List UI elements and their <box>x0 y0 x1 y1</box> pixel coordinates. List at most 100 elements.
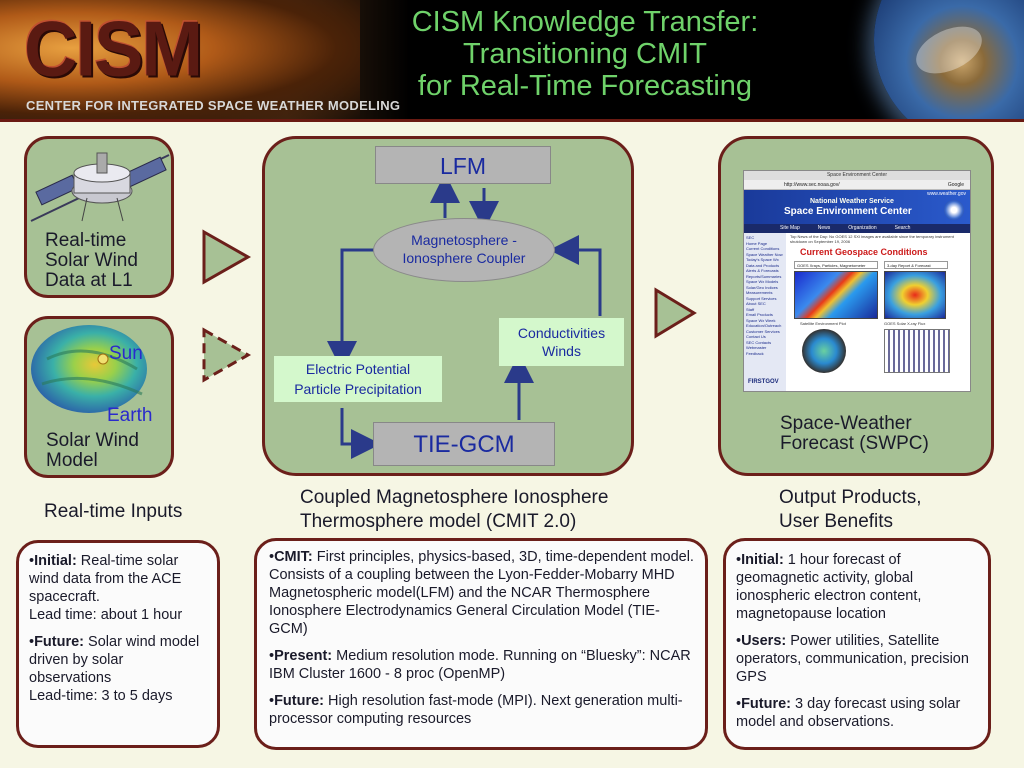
left-nav-item[interactable]: Current Conditions <box>746 246 780 251</box>
title-line-1: CISM Knowledge Transfer: <box>411 6 759 38</box>
left-nav-item[interactable]: SEC <box>746 235 755 240</box>
realtime-line-1: Real-time <box>45 230 127 251</box>
left-nav-item[interactable]: Space Weather Now <box>746 251 783 257</box>
conductivities-box: Conductivities Winds <box>499 318 624 366</box>
inputs-initial-item: •Initial: Real-time solar wind data from… <box>29 553 183 623</box>
page-title: CISM Knowledge Transfer: Transitioning C… <box>330 6 840 102</box>
sec-notice: Top News of the Day: No GOES 12 SXI imag… <box>790 234 954 244</box>
solar-wind-model-graphic <box>31 325 147 413</box>
left-nav-item[interactable]: Education/Outreach <box>746 323 782 328</box>
sec-dropdown-1[interactable]: GOES Xrays, Particles, Magnetometer <box>794 261 878 269</box>
cism-logo: CISM <box>24 4 203 93</box>
nav-sitemap[interactable]: Site Map <box>780 225 800 231</box>
left-nav-item[interactable]: Staff <box>746 306 755 312</box>
firstgov-logo: FIRSTGOV <box>748 379 779 385</box>
left-nav-item[interactable]: Space Wx Week <box>746 317 776 323</box>
coupler-line-1: Magnetosphere - <box>411 232 517 248</box>
cmit-caption-line-2: Thermosphere model (CMIT 2.0) <box>300 511 577 532</box>
solar-wind-model-label: Solar Wind Model <box>46 431 139 471</box>
inputs-caption: Real-time Inputs <box>44 501 183 522</box>
coupler-line-2: Ionosphere Coupler <box>402 250 526 266</box>
left-nav-item[interactable]: Reports/Summaries <box>746 273 782 279</box>
output-initial-item: •Initial: 1 hour forecast of geomagnetic… <box>736 552 922 622</box>
input-arrow-solid-icon <box>202 229 252 285</box>
left-nav-item[interactable]: Measurements <box>746 290 773 295</box>
url-text: http://www.sec.noaa.gov/ <box>784 182 840 188</box>
auroral-plot-image <box>884 271 946 319</box>
left-nav-item[interactable]: Today's Space Wx <box>746 257 779 262</box>
site-url-text: www.weather.gov <box>927 191 966 197</box>
model-line-2: Model <box>46 450 98 471</box>
electric-line-1: Electric Potential <box>305 361 411 377</box>
sat-environment-label: Satellite Environment Plot <box>800 321 846 326</box>
sun-label: Sun <box>109 343 143 364</box>
cmit-flow-arrows <box>327 173 602 459</box>
left-nav-item[interactable]: Data and Products <box>746 262 780 268</box>
polar-image <box>802 329 846 373</box>
left-nav-item[interactable]: Feedback <box>746 350 764 356</box>
model-line-1: Solar Wind <box>46 430 139 451</box>
nav-organization[interactable]: Organization <box>848 225 877 231</box>
header-banner: CISM Center for Integrated Space Weather… <box>0 0 1024 120</box>
left-nav-item[interactable]: Support Services <box>746 295 777 301</box>
conductivities-line-2: Winds <box>542 343 581 359</box>
forecast-line-1: Space-Weather <box>780 413 912 434</box>
sec-title-text: Space Environment Center <box>784 206 912 217</box>
cmit-caption-line-1: Coupled Magnetosphere Ionosphere <box>300 487 609 508</box>
left-nav-item[interactable]: SEC Contacts <box>746 339 772 345</box>
forecast-line-2: Forecast (SWPC) <box>780 433 929 454</box>
search-text: Google <box>947 182 964 188</box>
ace-satellite-icon <box>30 152 170 222</box>
sec-headline: Current Geospace Conditions <box>800 247 928 257</box>
header-divider <box>0 119 1024 122</box>
cmit-caption: Coupled Magnetosphere Ionosphere Thermos… <box>300 486 608 534</box>
coupler-ellipse: Magnetosphere - Ionosphere Coupler <box>373 218 555 282</box>
solar-wind-model-panel: Sun Earth Solar Wind Model <box>24 316 174 478</box>
output-arrow-icon <box>654 287 697 339</box>
sec-banner: www.weather.gov National Weather Service… <box>744 190 970 224</box>
left-nav-item[interactable]: Webmaster <box>746 345 767 350</box>
output-caption: Output Products, User Benefits <box>779 486 922 534</box>
xray-flux-label: GOES Solar X-ray Flux <box>884 321 926 326</box>
tiegcm-box: TIE-GCM <box>373 422 555 466</box>
earth-label: Earth <box>107 405 153 426</box>
realtime-solar-wind-label: Real-time Solar Wind Data at L1 <box>45 231 138 291</box>
left-nav-item[interactable]: Alerts & Forecasts <box>746 268 779 273</box>
sec-navbar: Site Map News Organization Search <box>744 224 970 233</box>
left-nav-item[interactable]: Email Products <box>746 312 773 317</box>
input-arrow-dashed-icon <box>202 327 252 383</box>
lfm-box: LFM <box>375 146 551 184</box>
nws-text: National Weather Service <box>810 198 894 205</box>
browser-titlebar: Space Environment Center <box>744 171 970 180</box>
title-line-2: Transitioning CMIT <box>463 38 707 70</box>
output-future-item: •Future: 3 day forecast using solar mode… <box>736 696 961 730</box>
sun-glow-graphic <box>0 0 360 120</box>
output-caption-line-2: User Benefits <box>779 511 894 532</box>
sec-dropdown-2[interactable]: 3-day Report & Forecast <box>884 261 948 269</box>
sec-sidebar: SEC Home Page Current Conditions Space W… <box>744 233 786 391</box>
nav-news[interactable]: News <box>817 225 831 231</box>
cmit-future-item: •Future: High resolution fast-mode (MPI)… <box>269 693 683 727</box>
realtime-solar-wind-panel: Real-time Solar Wind Data at L1 <box>24 136 174 298</box>
left-nav-item[interactable]: Home Page <box>746 240 768 246</box>
tiegcm-label: TIE-GCM <box>413 431 515 458</box>
earth-graphic <box>874 0 1024 120</box>
left-nav-item[interactable]: Customer Services <box>746 328 780 334</box>
left-nav-item[interactable]: Solar/Geo Indices <box>746 284 778 290</box>
output-caption-line-1: Output Products, <box>779 487 922 508</box>
nav-search[interactable]: Search <box>894 225 911 231</box>
xray-bar-chart-image <box>884 329 950 373</box>
left-nav-item[interactable]: Contact Us <box>746 334 766 339</box>
realtime-line-2: Solar Wind <box>45 250 138 271</box>
output-users-item: •Users: Power utilities, Satellite opera… <box>736 633 969 685</box>
left-nav-item[interactable]: About SEC <box>746 301 766 306</box>
cmit-present-item: •Present: Medium resolution mode. Runnin… <box>269 648 691 682</box>
realtime-line-3: Data at L1 <box>45 270 133 291</box>
cmit-description-item: •CMIT: First principles, physics-based, … <box>269 549 694 637</box>
magnetosphere-plot-image <box>794 271 878 319</box>
lfm-label: LFM <box>440 153 486 179</box>
left-nav-item[interactable]: Space Wx Models <box>746 279 779 284</box>
sec-website-screenshot: Space Environment Center http://www.sec.… <box>743 170 971 392</box>
noaa-logo-icon <box>944 200 964 220</box>
inputs-text-box: •Initial: Real-time solar wind data from… <box>16 540 220 748</box>
